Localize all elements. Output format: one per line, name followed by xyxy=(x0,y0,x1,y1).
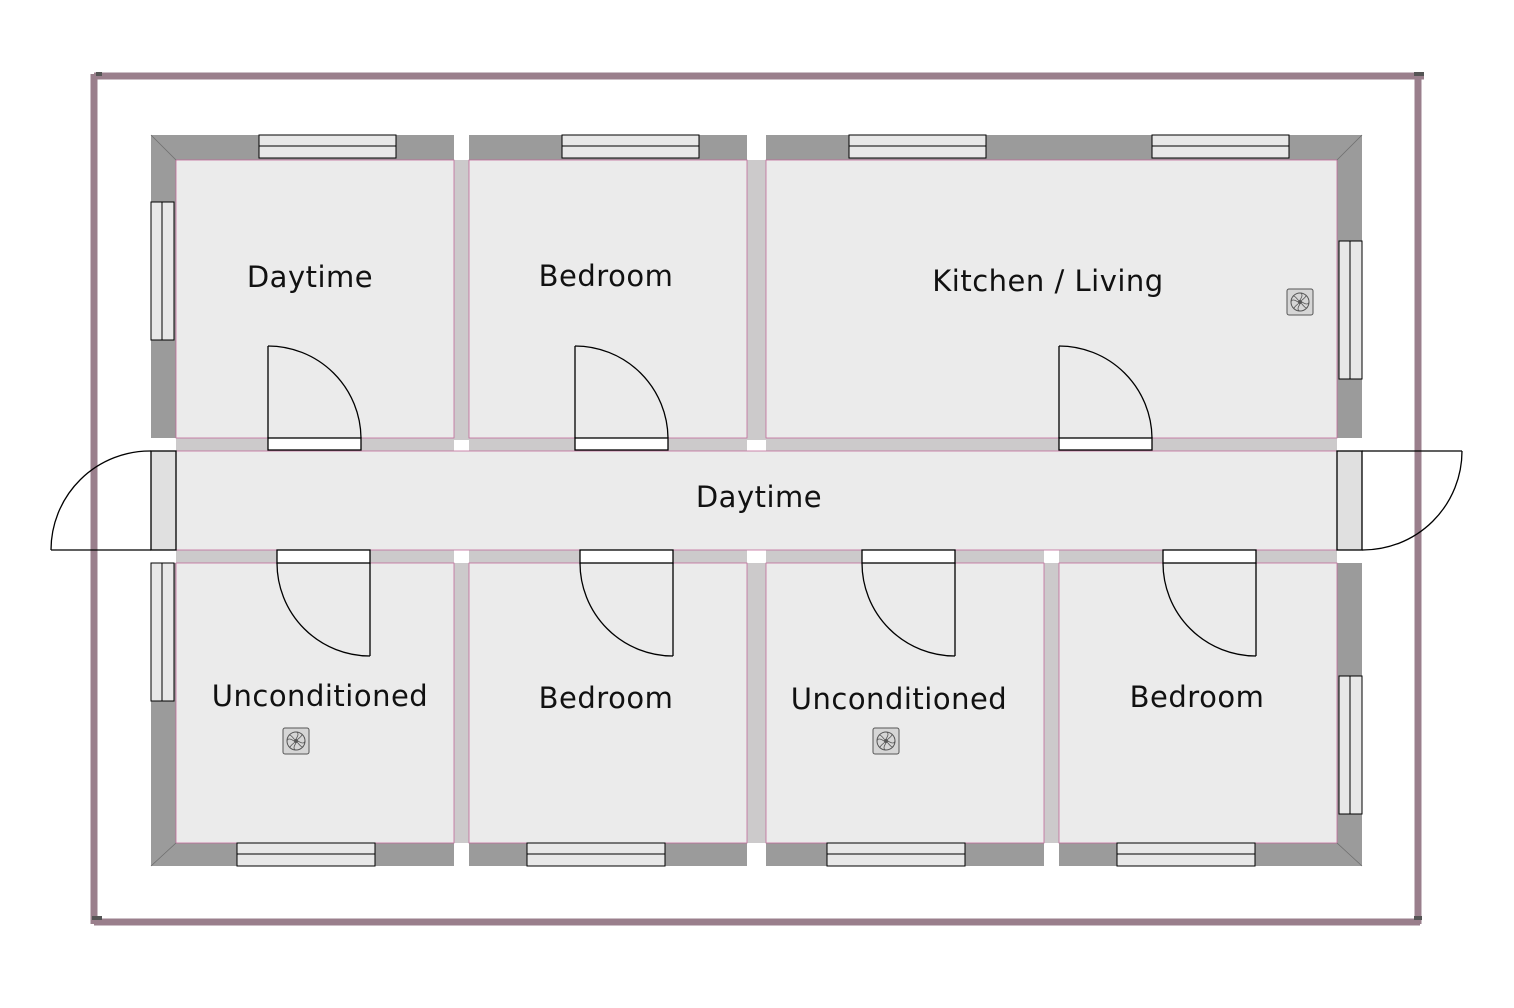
door xyxy=(1058,345,1153,451)
window xyxy=(150,201,175,341)
window xyxy=(1338,675,1363,815)
floor-bottom-3 xyxy=(765,562,1045,844)
windows xyxy=(150,134,1363,867)
floor-bottom-1 xyxy=(175,562,455,844)
floor-top-mid xyxy=(468,159,748,439)
entrance-door-left xyxy=(50,450,177,551)
door xyxy=(861,549,956,657)
floor-top-right xyxy=(765,159,1338,439)
window xyxy=(258,134,397,159)
window xyxy=(848,134,987,159)
floor-bottom-4 xyxy=(1058,562,1338,844)
fan-icon xyxy=(872,727,900,755)
fan-icon xyxy=(282,727,310,755)
window xyxy=(1151,134,1290,159)
window xyxy=(150,562,175,702)
room-label-corridor: Daytime xyxy=(696,480,822,514)
room-label-bottom-2: Bedroom xyxy=(539,681,674,715)
room-label-top-mid: Bedroom xyxy=(539,259,674,293)
door xyxy=(267,345,362,451)
room-label-top-left: Daytime xyxy=(247,260,373,294)
floor-bottom-2 xyxy=(468,562,748,844)
entrance-door-right xyxy=(1336,450,1463,551)
room-label-top-right: Kitchen / Living xyxy=(932,264,1163,298)
floors xyxy=(175,159,1338,844)
floor-corridor xyxy=(175,450,1338,551)
room-label-bottom-3: Unconditioned xyxy=(791,682,1007,716)
window xyxy=(1338,240,1363,380)
window xyxy=(526,842,666,867)
door xyxy=(574,345,669,451)
window xyxy=(826,842,966,867)
floor-top-left xyxy=(175,159,455,439)
window xyxy=(1116,842,1256,867)
room-labels: Daytime Bedroom Kitchen / Living Daytime… xyxy=(212,259,1265,716)
window xyxy=(236,842,376,867)
door xyxy=(1162,549,1257,657)
window xyxy=(561,134,700,159)
room-label-bottom-1: Unconditioned xyxy=(212,679,428,713)
doors xyxy=(50,345,1463,657)
room-label-bottom-4: Bedroom xyxy=(1130,680,1265,714)
site-boundary xyxy=(90,72,1424,926)
wall-corners xyxy=(150,134,1363,867)
door xyxy=(276,549,371,657)
door xyxy=(579,549,674,657)
fan-icon xyxy=(1286,288,1314,316)
